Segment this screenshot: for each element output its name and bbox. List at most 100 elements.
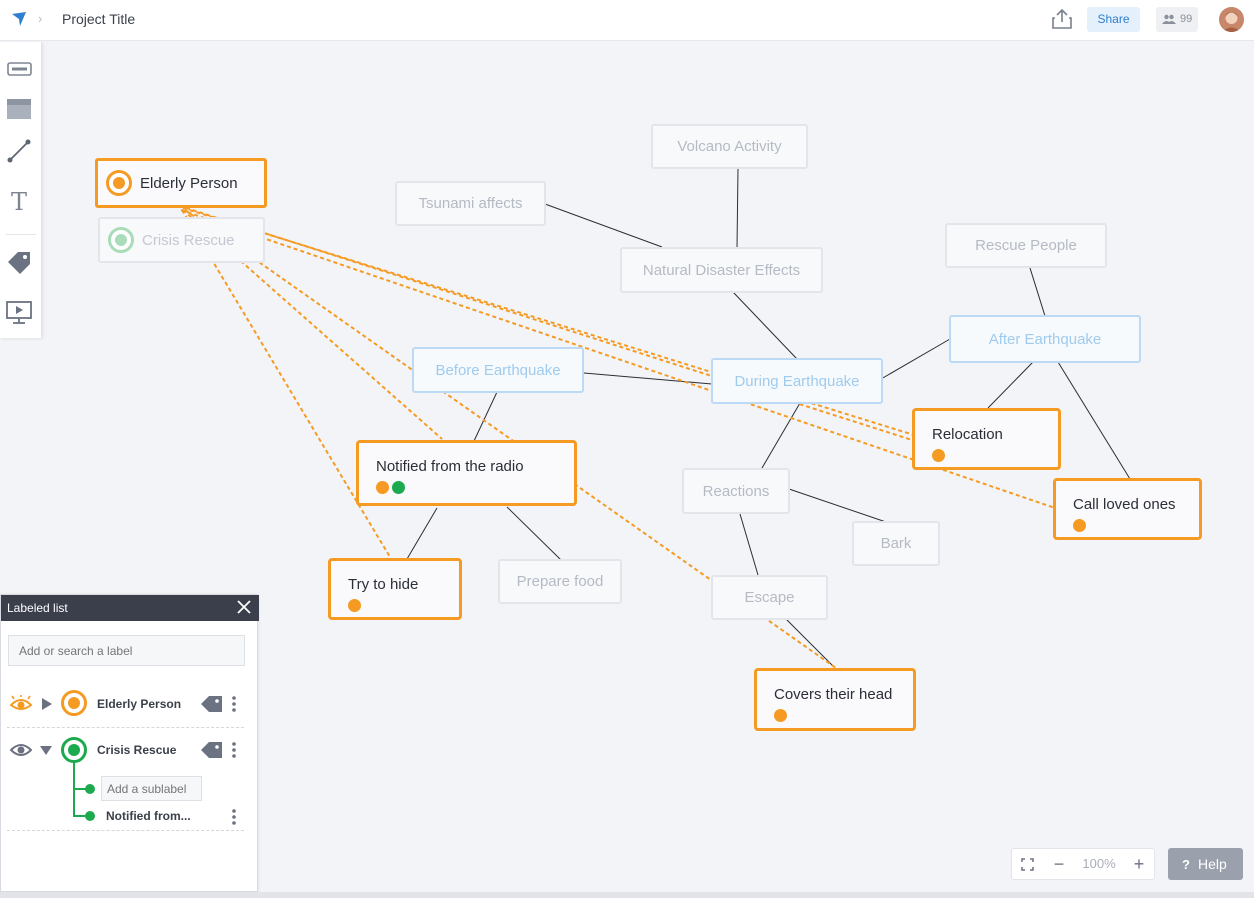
help-label: Help [1197, 856, 1227, 872]
label-node-crisis-rescue[interactable]: Crisis Rescue [98, 217, 265, 263]
connector-line [1057, 361, 1131, 480]
node-during-earthquake[interactable]: During Earthquake [711, 358, 883, 404]
label-dots [774, 709, 787, 722]
visible-eye-icon[interactable] [10, 743, 32, 757]
label-dots [376, 481, 405, 494]
connector-line [583, 372, 713, 385]
tool-palette: T [0, 42, 42, 338]
elderly-label-ring-icon [61, 690, 87, 716]
tag-icon[interactable] [200, 695, 224, 713]
help-icon: ? [1182, 857, 1190, 872]
visible-eye-icon[interactable] [10, 695, 32, 713]
sublabel-item[interactable]: Notified from... [106, 809, 191, 823]
connector-line [406, 507, 438, 560]
panel-header: Labeled list [1, 595, 259, 621]
connector-line [785, 618, 834, 667]
label-link-line [185, 207, 913, 441]
user-avatar[interactable] [1219, 7, 1244, 32]
node-after-earthquake[interactable]: After Earthquake [949, 315, 1141, 363]
export-icon[interactable] [1050, 7, 1074, 31]
panel-title: Labeled list [7, 601, 68, 615]
connector-line [736, 167, 739, 249]
connector-line [544, 203, 663, 248]
node-volcano-activity[interactable]: Volcano Activity [651, 124, 808, 169]
sublabel-tree-lines [73, 762, 95, 821]
elderly-label-dot [774, 709, 787, 722]
connector-line [788, 488, 887, 523]
node-label: Notified from the radio [376, 458, 524, 475]
row-divider [7, 830, 244, 831]
node-bark[interactable]: Bark [852, 521, 940, 566]
zoom-controls: − 100% + [1011, 848, 1155, 880]
share-button[interactable]: Share [1087, 7, 1140, 32]
connector-line [761, 402, 801, 469]
app-logo-icon[interactable] [10, 10, 28, 28]
node-label: Covers their head [774, 686, 893, 703]
zoom-out-button[interactable]: − [1053, 854, 1065, 874]
more-options-icon[interactable] [231, 808, 237, 826]
collapse-arrow-icon[interactable] [39, 745, 53, 756]
help-button[interactable]: ? Help [1168, 848, 1243, 880]
users-icon [1162, 14, 1176, 24]
node-covers-their-head[interactable]: Covers their head [754, 668, 916, 731]
elderly-label-dot [348, 599, 361, 612]
label-dots [348, 599, 361, 612]
label-name[interactable]: Crisis Rescue [97, 743, 177, 757]
label-dots [1073, 519, 1086, 532]
row-divider [7, 727, 244, 728]
sublabel-input[interactable] [101, 776, 202, 801]
close-icon[interactable] [235, 598, 253, 616]
collaborators-count: 99 [1180, 13, 1193, 25]
crisis-label-dot [392, 481, 405, 494]
node-tsunami-affects[interactable]: Tsunami affects [395, 181, 546, 226]
toolbar-divider [6, 234, 36, 235]
more-options-icon[interactable] [231, 741, 237, 759]
node-prepare-food[interactable]: Prepare food [498, 559, 622, 604]
presentation-tool-icon[interactable] [5, 298, 33, 326]
connector-tool-icon[interactable] [5, 137, 33, 165]
elderly-label-dot [1073, 519, 1086, 532]
node-label: Try to hide [348, 576, 419, 593]
label-node-elderly-person[interactable]: Elderly Person [95, 158, 267, 208]
node-label: Relocation [932, 426, 1003, 443]
top-bar: › Project Title Share 99 [0, 0, 1254, 41]
text-tool-icon[interactable]: T [5, 187, 33, 215]
label-search-input[interactable] [8, 635, 245, 666]
collaborators-button[interactable]: 99 [1156, 7, 1198, 32]
label-name[interactable]: Elderly Person [97, 697, 182, 711]
connector-line [880, 338, 951, 380]
label-tag-tool-icon[interactable] [5, 248, 33, 276]
node-before-earthquake[interactable]: Before Earthquake [412, 347, 584, 393]
elderly-label-dot [376, 481, 389, 494]
zoom-level: 100% [1082, 856, 1116, 871]
zoom-in-button[interactable]: + [1133, 854, 1145, 874]
expand-arrow-icon[interactable] [41, 697, 53, 711]
connector-line [739, 513, 759, 576]
bottom-scroll-strip [0, 892, 1254, 898]
fit-screen-icon[interactable] [1021, 858, 1034, 871]
connector-line [987, 361, 1034, 409]
breadcrumb-separator: › [38, 11, 43, 26]
node-reactions[interactable]: Reactions [682, 468, 790, 514]
label-link-line [181, 209, 391, 558]
node-try-to-hide[interactable]: Try to hide [328, 558, 462, 620]
node-rescue-people[interactable]: Rescue People [945, 223, 1107, 268]
shape-fill-tool-icon[interactable] [5, 95, 33, 123]
node-notified-from-the-radio[interactable]: Notified from the radio [356, 440, 577, 506]
rectangle-tool-icon[interactable] [5, 55, 33, 83]
node-label: Call loved ones [1073, 496, 1176, 513]
node-relocation[interactable]: Relocation [912, 408, 1061, 470]
more-options-icon[interactable] [231, 695, 237, 713]
connector-line [1029, 267, 1046, 317]
crisis-label-ring-icon [108, 227, 134, 253]
project-title[interactable]: Project Title [62, 11, 136, 27]
node-escape[interactable]: Escape [711, 575, 828, 620]
node-natural-disaster-effects[interactable]: Natural Disaster Effects [620, 247, 823, 293]
tag-icon[interactable] [200, 741, 224, 759]
node-call-loved-ones[interactable]: Call loved ones [1053, 478, 1202, 540]
label-node-text: Crisis Rescue [142, 231, 235, 249]
label-dots [932, 449, 945, 462]
elderly-label-dot [932, 449, 945, 462]
svg-text:T: T [11, 188, 27, 215]
mind-map-canvas[interactable]: Volcano Activity Tsunami affects Natural… [0, 42, 1254, 892]
